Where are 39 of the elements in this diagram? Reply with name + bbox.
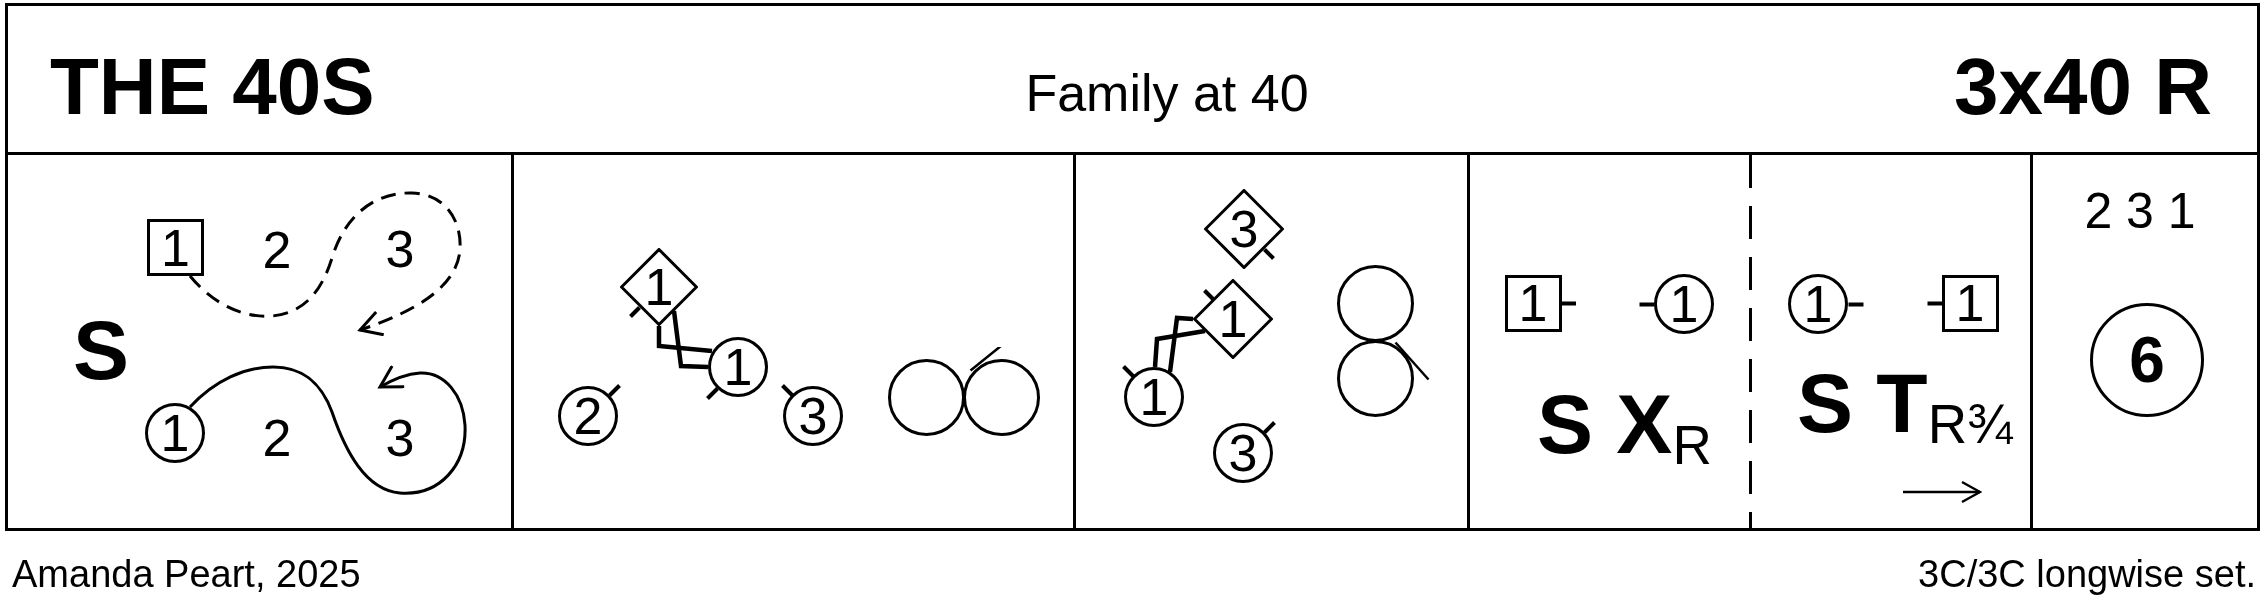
circle-dancer-symbol: 1 (1654, 274, 1714, 334)
figure-letter: S (73, 308, 129, 392)
circle-dancer-symbol: 1 (145, 403, 205, 463)
dance-title: THE 40S (50, 47, 375, 127)
position-number: 2 (262, 412, 292, 464)
figure-notation: S X$_{R}$ (1537, 382, 1712, 466)
dashed-arrow (188, 191, 462, 336)
connector-line (656, 326, 713, 354)
header-band (5, 3, 2260, 155)
square-dancer-symbol: 1 (1504, 274, 1562, 332)
circle-dancer-symbol: 3 (1213, 423, 1273, 483)
dance-format: 3x40 R (1954, 47, 2212, 127)
circle-dancer-symbol: 1 (1788, 274, 1848, 334)
connector-line (1152, 328, 1206, 368)
figure-panel (2030, 152, 2260, 531)
square-dancer-symbol: 1 (147, 219, 204, 276)
diamond-dancer-symbol: 1 (1193, 279, 1273, 359)
figure-panel (511, 152, 1076, 531)
connector-line (671, 310, 709, 370)
connector-line (1167, 315, 1194, 373)
figure-panel (1467, 152, 1752, 531)
square-dancer-symbol: 1 (1941, 274, 1999, 332)
circled-number: 6 (2090, 303, 2204, 417)
set-description: 3C/3C longwise set. (1918, 555, 2256, 593)
circle-dancer-symbol: 1 (1124, 367, 1184, 427)
figure-panel (5, 152, 514, 531)
diamond-dancer-symbol: 1 (620, 248, 698, 326)
diamond-dancer-symbol: 3 (1204, 189, 1284, 269)
circle-dancer-symbol: 1 (708, 337, 768, 397)
figure-panel (1073, 152, 1470, 531)
position-number: 3 (385, 412, 415, 464)
author-credit: Amanda Peart, 2025 (12, 555, 361, 593)
circle-dancer-symbol: 3 (783, 386, 843, 446)
position-number: 3 (385, 223, 415, 275)
circle-dancer-symbol: 2 (558, 386, 618, 446)
curved-arrow (188, 364, 467, 495)
order-numbers: 2 3 1 (2084, 186, 2196, 236)
figure-notation: S T$_{R¾}$ (1797, 361, 2013, 445)
position-number: 2 (262, 224, 292, 276)
